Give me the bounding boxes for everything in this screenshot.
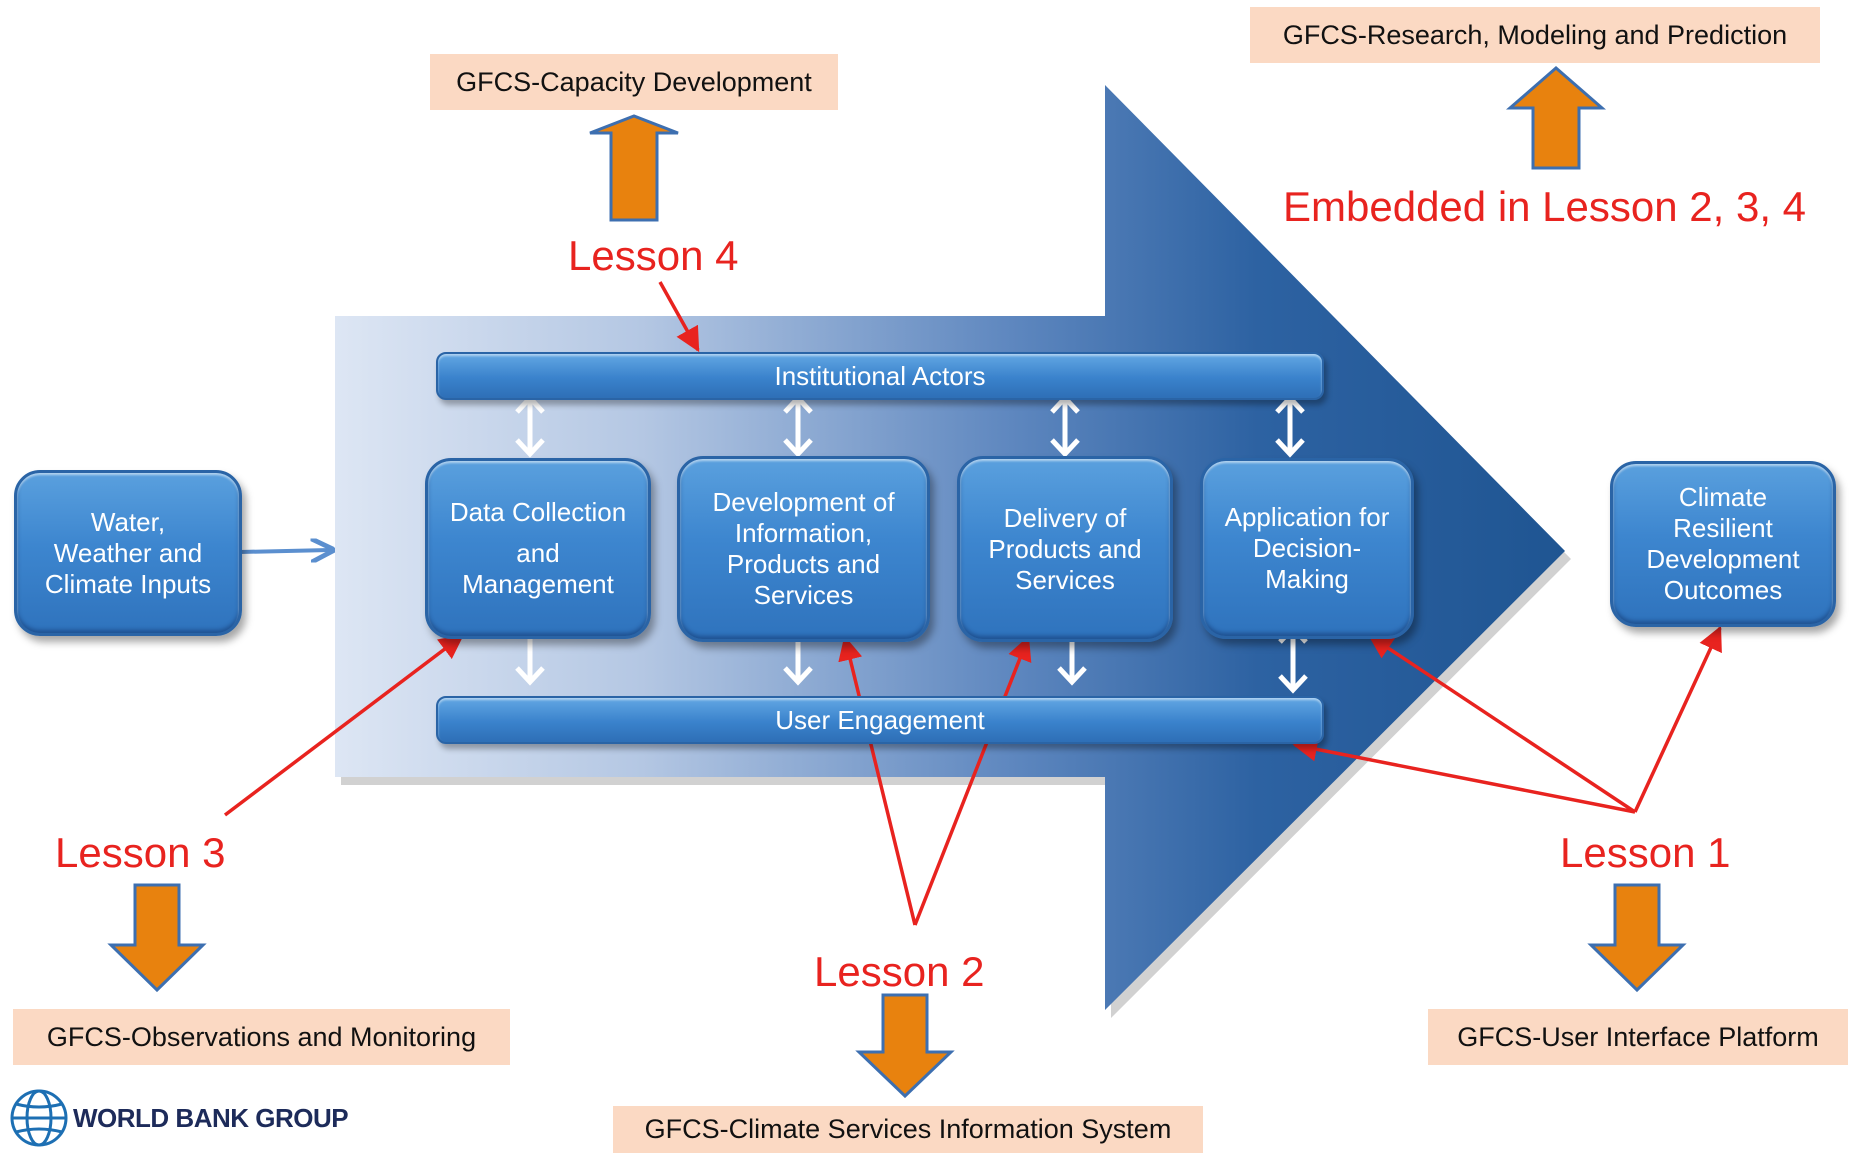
lesson-pointers: [223, 281, 1722, 926]
gfcs-research-modeling-prediction: GFCS-Research, Modeling and Prediction: [1250, 7, 1820, 63]
node-line: Management: [462, 569, 614, 599]
node-line: Decision-: [1252, 533, 1362, 563]
data-collection-management-node: Data Collection and Management: [425, 458, 651, 639]
node-line: Delivery of: [1003, 502, 1127, 533]
node-line: Data Collection: [449, 497, 627, 527]
node-line: Products and: [726, 549, 881, 579]
gfcs-observations-monitoring: GFCS-Observations and Monitoring: [13, 1009, 510, 1065]
node-line: Application for: [1224, 502, 1390, 532]
pointer-lesson4: [658, 281, 700, 353]
lesson-2-label: Lesson 2: [814, 948, 985, 995]
node-line: Services: [1015, 564, 1115, 595]
world-bank-group-logo: WORLD BANK GROUP: [73, 1103, 349, 1133]
node-line: Development: [1646, 544, 1800, 574]
orange-arrow-capacity: [589, 114, 679, 222]
institutional-actors-bar: Institutional Actors: [436, 352, 1324, 400]
application-decision-making-node: Application for Decision- Making: [1200, 458, 1414, 639]
gfcs-climate-services-information-system: GFCS-Climate Services Information System: [613, 1106, 1203, 1153]
gfcs-capacity-development: GFCS-Capacity Development: [430, 54, 838, 110]
node-line: Water,: [90, 506, 166, 537]
pointer-lesson2-delivery: [913, 635, 1032, 926]
lesson-1-label: Lesson 1: [1560, 829, 1731, 876]
pointer-lesson1-outcomes: [1633, 625, 1722, 813]
node-line: and: [516, 538, 560, 568]
embedded-lessons-label: Embedded in Lesson 2, 3, 4: [1283, 183, 1807, 230]
lesson-3-label: Lesson 3: [55, 829, 226, 876]
big-process-arrow: [335, 85, 1571, 1018]
orange-arrow-uip: [1587, 883, 1687, 993]
user-engagement-bar: User Engagement: [436, 696, 1324, 744]
development-information-products-node: Development of Information, Products and…: [677, 456, 930, 642]
pointer-lesson1-user: [1292, 737, 1636, 814]
institutional-actors-label: Institutional Actors: [774, 360, 986, 391]
orange-arrow-research: [1505, 66, 1607, 170]
node-line: Climate: [1678, 482, 1768, 512]
pointer-lesson2-development: [838, 635, 917, 926]
node-line: Services: [753, 580, 854, 610]
lesson-4-label: Lesson 4: [568, 232, 739, 279]
node-line: Climate Inputs: [44, 568, 212, 599]
node-line: Products and: [988, 533, 1142, 564]
orange-arrow-csis: [855, 993, 955, 1099]
inputs-arrow: [239, 550, 330, 552]
climate-resilient-outcomes-node: Climate Resilient Development Outcomes: [1610, 461, 1836, 627]
node-line: Weather and: [53, 537, 203, 568]
node-line: Information,: [734, 518, 873, 548]
pointer-lesson1-application: [1367, 634, 1636, 814]
world-bank-globe-icon: [10, 1089, 68, 1147]
node-line: Resilient: [1673, 513, 1773, 543]
pointer-lesson3: [223, 634, 464, 817]
node-line: Development of: [712, 487, 895, 517]
delivery-products-services-node: Delivery of Products and Services: [957, 456, 1173, 642]
gfcs-user-interface-platform: GFCS-User Interface Platform: [1428, 1009, 1848, 1065]
node-line: Outcomes: [1663, 575, 1783, 605]
orange-arrow-observations: [107, 883, 207, 993]
water-weather-climate-inputs-node: Water, Weather and Climate Inputs: [14, 470, 242, 636]
user-engagement-label: User Engagement: [775, 704, 985, 735]
node-line: Making: [1265, 564, 1349, 594]
